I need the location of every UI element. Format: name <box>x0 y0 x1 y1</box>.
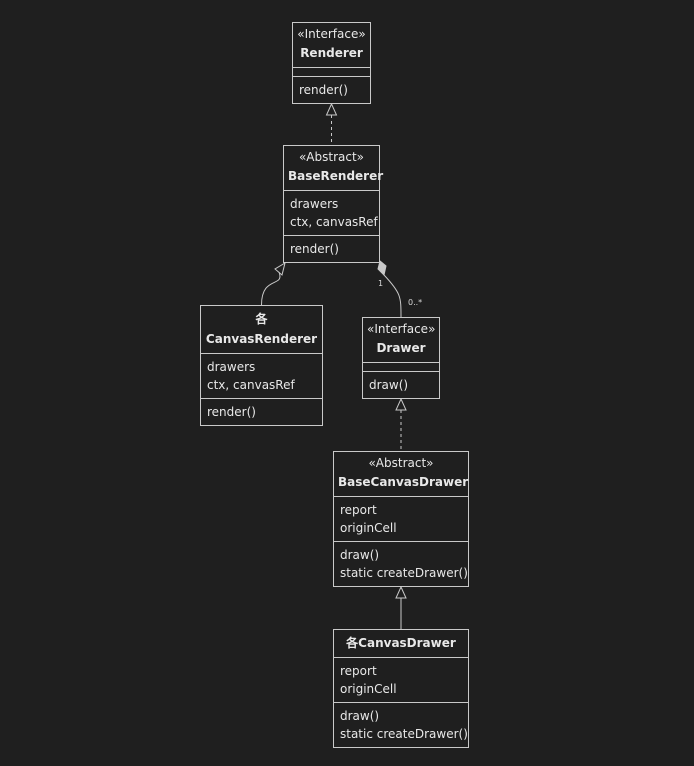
attribute: originCell <box>340 682 397 696</box>
methods-section: render() <box>284 236 379 262</box>
attribute: originCell <box>340 521 397 535</box>
attributes-section <box>293 68 370 77</box>
composition-line <box>383 274 402 318</box>
methods-section: render() <box>201 399 322 425</box>
class-canvas-renderer: 各CanvasRenderer drawers ctx, canvasRef r… <box>200 305 323 426</box>
method: static createDrawer() <box>340 566 468 580</box>
attributes-section: drawers ctx, canvasRef <box>201 354 322 399</box>
methods-section: draw() static createDrawer() <box>334 703 468 747</box>
attribute: ctx, canvasRef <box>290 215 378 229</box>
class-base-canvas-drawer: «Abstract» BaseCanvasDrawer report origi… <box>333 451 469 587</box>
method: render() <box>207 405 256 419</box>
class-canvas-drawer: 各CanvasDrawer report originCell draw() s… <box>333 629 469 748</box>
attributes-section: report originCell <box>334 658 468 703</box>
class-base-renderer: «Abstract» BaseRenderer drawers ctx, can… <box>283 145 384 263</box>
attribute: drawers <box>290 197 339 211</box>
class-header: 各CanvasDrawer <box>334 630 468 658</box>
attribute: drawers <box>207 360 256 374</box>
method: render() <box>290 242 339 256</box>
class-stereotype: «Abstract» <box>368 456 434 470</box>
attribute: report <box>340 503 377 517</box>
class-name: Renderer <box>300 46 363 60</box>
methods-section: render() <box>293 77 370 103</box>
method: draw() <box>340 709 380 723</box>
class-stereotype: «Interface» <box>367 322 436 336</box>
method: draw() <box>369 378 409 392</box>
class-name: BaseCanvasDrawer <box>338 475 469 489</box>
class-header: «Interface» Renderer <box>293 23 370 68</box>
class-stereotype: «Interface» <box>297 27 366 41</box>
class-stereotype: «Abstract» <box>298 150 365 164</box>
inheritance-arrowhead-icon <box>395 585 407 599</box>
realization-arrowhead-icon <box>395 397 407 411</box>
multiplicity-source-label: 1 <box>378 279 384 288</box>
methods-section: draw() static createDrawer() <box>334 542 468 586</box>
inheritance-line <box>261 271 281 306</box>
method: static createDrawer() <box>340 727 468 741</box>
attributes-section: report originCell <box>334 497 468 542</box>
class-name: Drawer <box>376 341 426 355</box>
multiplicity-target-label: 0..* <box>408 298 423 307</box>
class-name: 各CanvasDrawer <box>346 636 456 650</box>
methods-section: draw() <box>363 372 439 398</box>
method: render() <box>299 83 348 97</box>
attributes-section <box>363 363 439 372</box>
class-header: 各CanvasRenderer <box>201 306 322 354</box>
class-name: 各CanvasRenderer <box>205 312 318 346</box>
class-header: «Interface» Drawer <box>363 318 439 363</box>
composition-diamond-icon <box>377 260 387 276</box>
attributes-section: drawers ctx, canvasRef <box>284 191 379 236</box>
method: draw() <box>340 548 380 562</box>
class-renderer: «Interface» Renderer render() <box>292 22 371 104</box>
class-header: «Abstract» BaseRenderer <box>284 146 384 191</box>
class-header: «Abstract» BaseCanvasDrawer <box>334 452 468 497</box>
inheritance-arrowhead-icon <box>274 261 286 276</box>
attribute: ctx, canvasRef <box>207 378 295 392</box>
attribute: report <box>340 664 377 678</box>
class-name: BaseRenderer <box>288 169 384 183</box>
realization-arrowhead-icon <box>325 102 338 116</box>
class-drawer: «Interface» Drawer draw() <box>362 317 440 399</box>
